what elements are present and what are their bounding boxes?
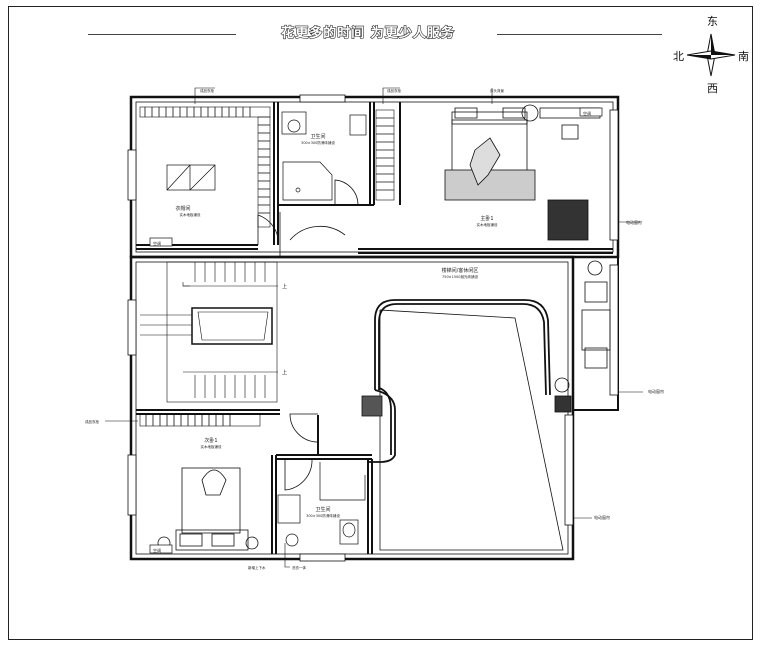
staircase <box>140 261 278 403</box>
doors <box>257 179 373 520</box>
windows <box>127 94 619 562</box>
note-bottom-1: 新增上下水 <box>248 565 266 570</box>
title-rule-right <box>497 34 662 35</box>
room-bath-top-name: 卫生间 <box>310 133 325 140</box>
living-curved-wall <box>368 299 564 551</box>
room-bath-bottom-name: 卫生间 <box>315 506 330 513</box>
stair-up-label-1: 上 <box>282 283 287 290</box>
room-living-sub: 750×1500抛光砖铺设 <box>442 274 479 279</box>
room-bath-bottom-sub: 300×300防滑砖铺设 <box>306 513 340 518</box>
room-living-name: 楼梯间/客休闲区 <box>442 267 479 274</box>
ac-label-3: 空调 <box>153 547 161 553</box>
room-second-bed-sub: 实木地板铺设 <box>201 444 222 449</box>
room-cloakroom-name: 衣帽间 <box>175 205 190 212</box>
master-bed <box>444 104 601 241</box>
ac-label-1: 空调 <box>153 240 161 246</box>
bedhead-label: 床头背景 <box>490 88 504 93</box>
cabinet-label-3: 成品衣柜 <box>85 419 99 424</box>
compass-west-label: 西 <box>707 82 718 95</box>
wardrobes <box>139 106 395 427</box>
room-master-bed-sub: 实木地板铺设 <box>477 222 498 227</box>
page-title: 花更多的时间 为更少人服务 <box>281 25 455 41</box>
drawing-frame <box>8 6 753 640</box>
title-rule-left <box>88 34 236 35</box>
curtain-label-1: 电动窗帘 <box>626 219 642 225</box>
bottom-bath-fixtures <box>277 462 366 547</box>
room-bath-top-sub: 300×300防滑砖铺设 <box>301 140 335 145</box>
compass-icon <box>686 33 736 77</box>
cloakroom-island <box>166 164 216 191</box>
cabinet-label-1: 成品衣柜 <box>200 88 214 93</box>
note-bottom-2: 洗衣一体 <box>292 565 306 570</box>
compass-south-label: 南 <box>738 50 749 63</box>
stair-up-label-2: 上 <box>282 369 287 376</box>
room-master-bed-name: 主卧1 <box>480 215 493 222</box>
leader-lines <box>105 87 643 568</box>
second-bed <box>157 467 259 551</box>
compass-north-label: 北 <box>673 50 684 63</box>
cabinet-label-2: 成品衣柜 <box>387 88 401 93</box>
room-cloakroom-sub: 实木地板铺设 <box>180 212 201 217</box>
curtain-label-2: 电动窗帘 <box>648 388 664 394</box>
lounge-furniture <box>361 260 611 417</box>
top-bath-fixtures <box>281 111 367 201</box>
ac-label-2: 空调 <box>583 110 591 116</box>
room-second-bed-name: 次卧1 <box>204 437 217 444</box>
compass-east-label: 东 <box>707 15 718 28</box>
ac-units <box>149 107 603 554</box>
curtain-label-3: 电动窗帘 <box>594 514 610 520</box>
